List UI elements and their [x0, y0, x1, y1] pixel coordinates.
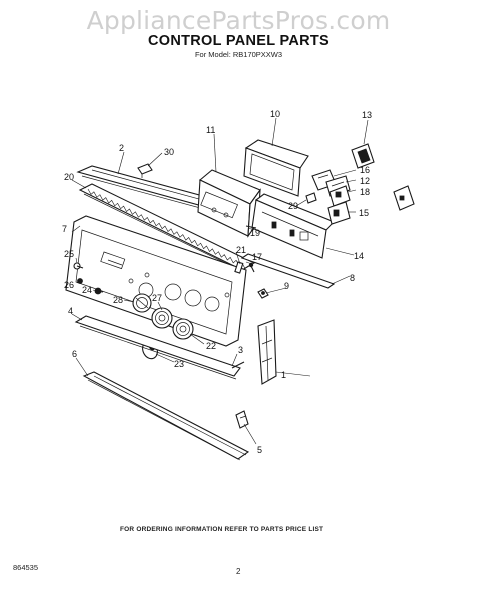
callout-30: 30	[164, 147, 174, 157]
part-25-screw	[73, 262, 84, 270]
model-subtitle: For Model: RB170PXXW3	[194, 50, 283, 59]
callout-29: 29	[288, 201, 298, 211]
callout-7: 7	[62, 224, 67, 234]
callout-27: 27	[152, 293, 162, 303]
callout-11: 11	[206, 125, 215, 135]
leader-lines	[71, 117, 369, 445]
part-17-fastener	[248, 262, 255, 273]
callout-15: 15	[359, 208, 369, 218]
callout-5: 5	[257, 445, 262, 455]
callout-28: 28	[113, 295, 123, 305]
callout-16: 16	[360, 165, 370, 175]
part-19-screw	[245, 225, 257, 229]
part-8-rod	[240, 253, 336, 289]
callout-8: 8	[350, 273, 355, 283]
knob-27	[151, 307, 173, 329]
callout-10: 10	[270, 109, 280, 119]
part-1-support-bracket	[257, 319, 277, 385]
page-number: 2	[236, 567, 241, 576]
diagram-title: CONTROL PANEL PARTS	[147, 33, 330, 49]
callout-19: 19	[250, 228, 260, 238]
callout-1: 1	[281, 370, 286, 380]
callout-3: 3	[238, 345, 243, 355]
callout-26: 26	[64, 280, 74, 290]
part-5-bracket	[235, 410, 249, 429]
part-24-screw	[94, 287, 104, 295]
part-21-fastener	[234, 261, 244, 274]
part-4-lower-trim	[74, 315, 241, 380]
part-3-trim-end	[231, 361, 245, 369]
callout-24: 24	[82, 285, 92, 295]
ordering-info-note: FOR ORDERING INFORMATION REFER TO PARTS …	[120, 526, 324, 533]
part-7-control-panel	[65, 215, 247, 347]
part-10-display-window	[243, 139, 309, 197]
document-number: 864535	[13, 563, 39, 572]
callout-9: 9	[284, 281, 289, 291]
part-9-nut	[257, 288, 269, 299]
part-6-bottom-strip	[82, 371, 250, 461]
site-watermark: AppliancePartsPros.com	[86, 6, 391, 35]
wire-harness-connector	[393, 185, 415, 211]
knob-22	[172, 318, 194, 340]
callout-21: 21	[236, 245, 246, 255]
part-20-grille-strip	[78, 183, 256, 274]
callout-6: 6	[72, 349, 77, 359]
callout-18: 18	[360, 187, 370, 197]
callout-17: 17	[252, 252, 262, 262]
part-11-clock-housing	[197, 169, 261, 238]
callout-22: 22	[206, 341, 216, 351]
callout-23: 23	[174, 359, 184, 369]
callout-4: 4	[68, 306, 73, 316]
callout-13: 13	[362, 110, 372, 120]
callout-25: 25	[64, 249, 74, 259]
callout-12: 12	[360, 176, 370, 186]
callout-14: 14	[354, 251, 364, 261]
callout-2: 2	[119, 143, 124, 153]
part-18-switch	[329, 185, 351, 207]
knob-28	[132, 293, 152, 313]
callout-20: 20	[64, 172, 74, 182]
part-29-clip	[305, 192, 317, 204]
part-13-cover	[351, 143, 375, 169]
part-15-switch	[327, 201, 351, 225]
part-30-clip	[137, 163, 153, 178]
callout-labels: 1 2 3 4 5 6 7 8 9 10 11 12 13 14 15 16 1…	[62, 109, 372, 455]
